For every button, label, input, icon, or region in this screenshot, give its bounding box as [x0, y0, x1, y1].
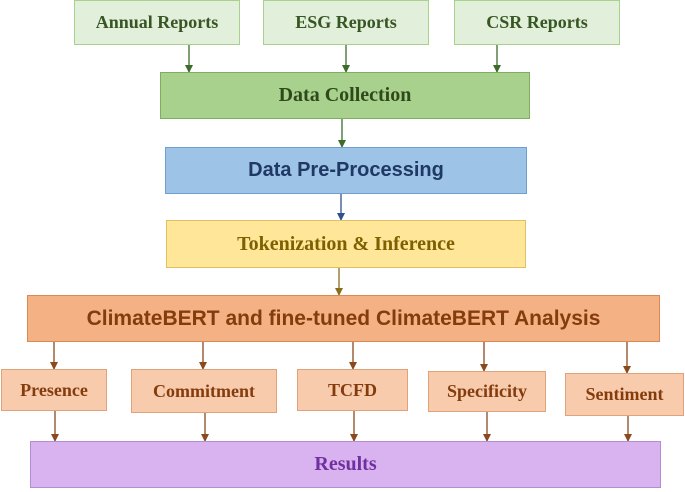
dimension-box-commitment: Commitment — [131, 369, 277, 413]
tokenization-inference-box: Tokenization & Inference — [166, 220, 526, 268]
source-box-esg-reports: ESG Reports — [263, 0, 429, 45]
dimension-label: Specificity — [447, 381, 527, 401]
source-box-annual-reports: Annual Reports — [74, 0, 240, 45]
dimension-box-tcfd: TCFD — [297, 369, 408, 411]
source-label: ESG Reports — [295, 12, 397, 32]
data-preprocessing-label: Data Pre-Processing — [248, 159, 444, 181]
dimension-label: Commitment — [153, 380, 255, 401]
dimension-box-sentiment: Sentiment — [565, 373, 684, 416]
source-label: Annual Reports — [95, 12, 219, 32]
source-box-csr-reports: CSR Reports — [454, 0, 620, 45]
tokenization-inference-label: Tokenization & Inference — [237, 232, 455, 255]
climatebert-analysis-box: ClimateBERT and fine-tuned ClimateBERT A… — [27, 295, 660, 342]
data-collection-box: Data Collection — [160, 72, 530, 119]
data-preprocessing-box: Data Pre-Processing — [165, 147, 527, 194]
dimension-label: Sentiment — [585, 384, 664, 404]
source-label: CSR Reports — [486, 12, 588, 32]
results-label: Results — [314, 453, 377, 475]
climatebert-analysis-label: ClimateBERT and fine-tuned ClimateBERT A… — [86, 306, 601, 330]
results-box: Results — [30, 441, 661, 488]
dimension-box-presence: Presence — [1, 369, 107, 411]
data-collection-label: Data Collection — [278, 84, 412, 106]
dimension-label: TCFD — [328, 379, 377, 400]
dimension-box-specificity: Specificity — [428, 371, 546, 412]
dimension-label: Presence — [20, 379, 88, 400]
